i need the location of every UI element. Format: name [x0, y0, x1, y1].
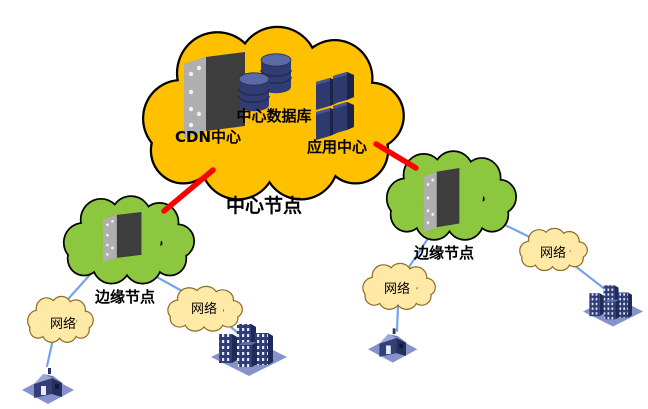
central-database-label: 中心数据库: [236, 107, 311, 125]
cdn-server-icon: [184, 52, 245, 138]
network-right-inner-label: 网络: [384, 281, 410, 297]
backbone-link-right: [373, 141, 419, 171]
database-cylinders-icon: [238, 53, 292, 112]
app-center-label: 应用中心: [307, 138, 367, 156]
backbone-links: [161, 141, 419, 214]
central-node-label: 中心节点: [226, 194, 302, 217]
edge-server-right-icon: [424, 168, 460, 233]
edge-node-right-label: 边缘节点: [413, 244, 474, 262]
city-buildings-right-icon: [583, 285, 644, 327]
house-left-icon: [22, 368, 74, 404]
city-buildings-left-icon: [211, 324, 287, 376]
cdn-center-label: CDN中心: [175, 128, 241, 146]
network-left-inner-label: 网络: [191, 301, 217, 317]
house-right-icon: [368, 328, 418, 363]
edge-server-left-icon: [103, 212, 142, 262]
network-right-outer-label: 网络: [540, 245, 566, 261]
edge-node-left-label: 边缘节点: [94, 288, 155, 306]
backbone-link-left: [161, 167, 216, 214]
network-left-outer-label: 网络: [50, 316, 76, 332]
